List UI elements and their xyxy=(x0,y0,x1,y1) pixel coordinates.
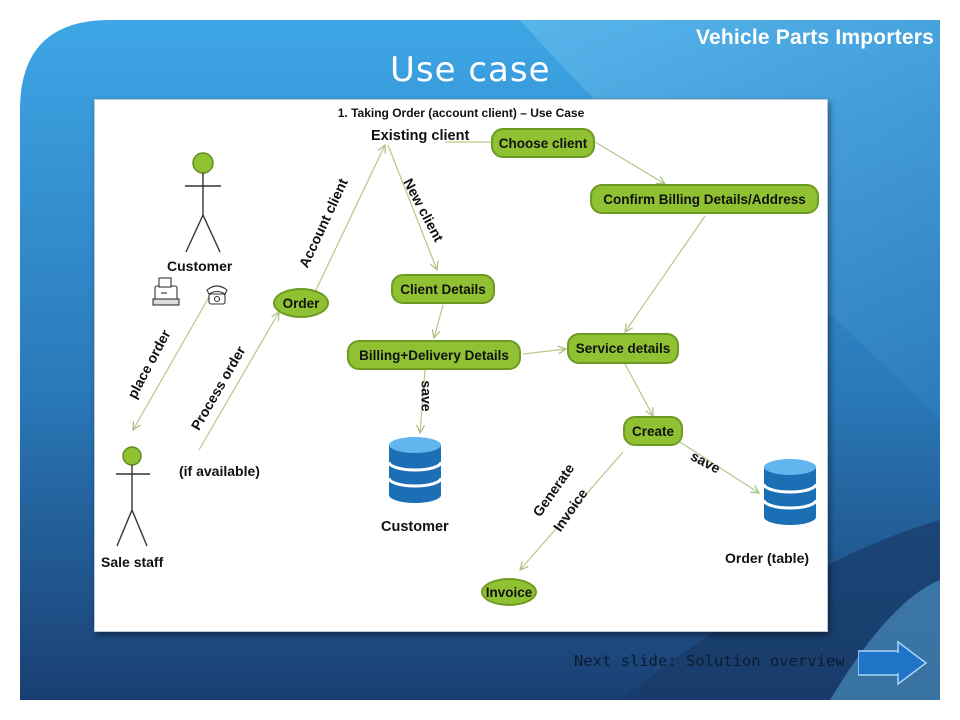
order-node: Order xyxy=(273,288,329,318)
customer-actor-label: Customer xyxy=(167,258,233,274)
fax-icon xyxy=(152,277,180,306)
next-slide-button[interactable] xyxy=(858,640,928,686)
order-db-label: Order (table) xyxy=(725,550,810,566)
client-details-node: Client Details xyxy=(391,274,495,304)
slide-title: Use case xyxy=(390,50,551,90)
edge-process-order xyxy=(198,312,279,451)
diagram-title: 1. Taking Order (account client) – Use C… xyxy=(337,106,585,120)
edge-confirm-to-service xyxy=(625,215,706,332)
next-arrow-icon xyxy=(858,640,928,686)
sale-staff-actor-label: Sale staff xyxy=(101,554,164,570)
invoice-node: Invoice xyxy=(481,578,537,606)
edge-service-to-create xyxy=(624,363,653,416)
customer-database-icon xyxy=(387,437,443,503)
brand-name: Vehicle Parts Importers xyxy=(695,26,934,49)
customer-actor-icon xyxy=(185,152,221,253)
edge-choose-to-confirm xyxy=(594,141,665,184)
edge-create-to-invoice xyxy=(520,451,624,570)
confirm-billing-node: Confirm Billing Details/Address xyxy=(590,184,819,214)
edge-billing-to-service xyxy=(522,349,566,355)
service-details-node: Service details xyxy=(567,333,679,364)
telephone-icon xyxy=(206,285,228,305)
next-slide-label: Next slide: Solution overview xyxy=(574,652,845,670)
edge-create-to-order-db xyxy=(679,441,759,493)
edge-place-order xyxy=(133,289,214,430)
edge-client-to-billing xyxy=(434,304,444,338)
sale-staff-actor-icon xyxy=(116,446,150,547)
edge-order-to-existing xyxy=(314,145,385,293)
order-database-icon xyxy=(762,459,818,525)
diagram-canvas xyxy=(116,141,818,631)
choose-client-node: Choose client xyxy=(491,128,595,158)
create-node: Create xyxy=(623,416,683,446)
use-case-diagram: 1. Taking Order (account client) – Use C… xyxy=(94,99,828,632)
if-available-label: (if available) xyxy=(179,463,260,479)
edge-existing-to-client-details xyxy=(387,144,437,270)
billing-delivery-node: Billing+Delivery Details xyxy=(347,340,521,370)
edge-billing-to-customer-db xyxy=(420,369,426,433)
existing-client-label: Existing client xyxy=(371,128,470,144)
customer-db-label: Customer xyxy=(381,519,449,535)
save-customer-label: save xyxy=(418,380,435,412)
